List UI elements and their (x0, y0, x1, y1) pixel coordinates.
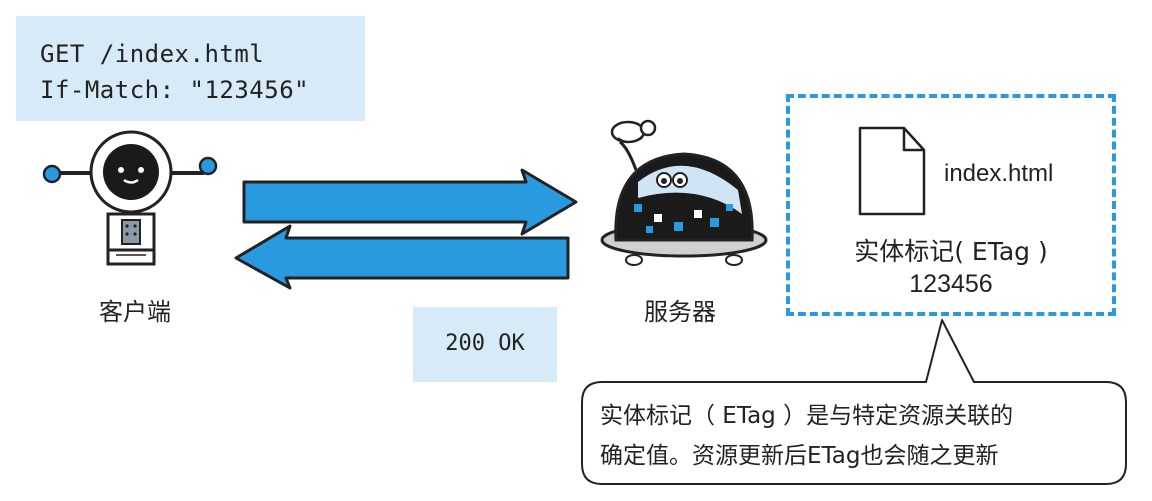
resource-file-name: index.html (944, 160, 1054, 187)
client-label: 客户端 (99, 298, 171, 326)
callout-line-2: 确定值。资源更新后ETag也会随之更新 (600, 443, 999, 469)
client-robot-icon (42, 130, 218, 266)
server-label: 服务器 (644, 298, 716, 326)
resource-etag-box (786, 94, 1116, 316)
callout-line-1: 实体标记（ ETag ）是与特定资源关联的 (600, 403, 1014, 429)
document-icon (858, 126, 926, 216)
response-arrow-icon (234, 224, 570, 290)
callout-bubble (581, 319, 1127, 485)
etag-title: 实体标记( ETag ) (854, 237, 1048, 266)
request-message-box: GET /index.html If-Match: "123456" (16, 16, 365, 121)
request-arrow-icon (242, 168, 578, 236)
if-match-header: If-Match: "123456" (40, 76, 310, 104)
response-status-box: 200 OK (413, 307, 557, 382)
etag-value: 123456 (909, 270, 993, 298)
server-robot-icon (600, 119, 768, 266)
request-line: GET /index.html (40, 40, 265, 68)
